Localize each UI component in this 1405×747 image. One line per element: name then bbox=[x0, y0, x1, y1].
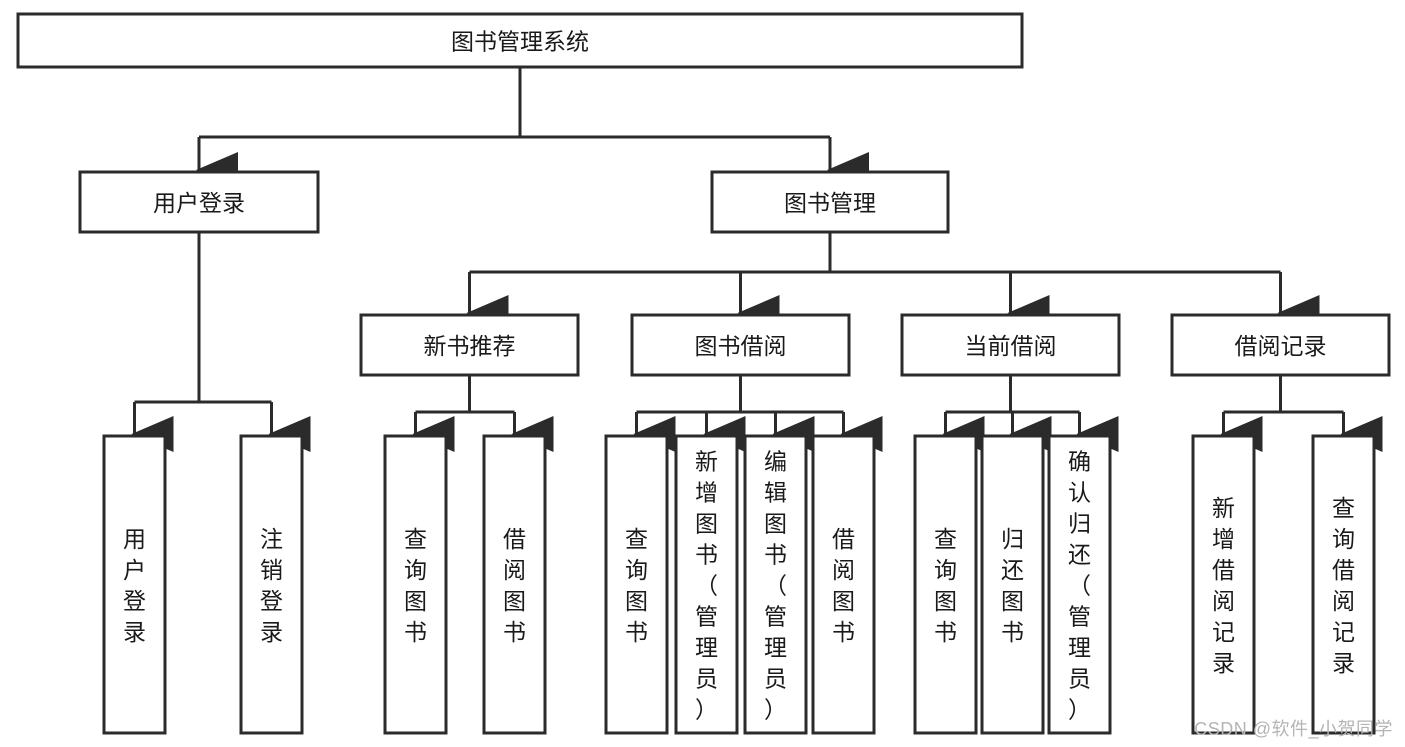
node-leaf-add-book[interactable]: 新增图书（管理员） bbox=[674, 434, 739, 735]
node-label-leaf-borrow-book-rec: 借阅图书 bbox=[503, 526, 526, 645]
node-box-leaf-borrow-book bbox=[811, 434, 876, 735]
connector-layer bbox=[131, 67, 1383, 452]
node-label-leaf-edit-book: 编辑图书（管理员） bbox=[764, 449, 787, 723]
node-box-leaf-query-book-borrow bbox=[604, 434, 669, 735]
node-label-leaf-add-book: 新增图书（管理员） bbox=[695, 449, 718, 723]
node-book-borrow[interactable]: 图书借阅 bbox=[630, 313, 851, 377]
node-label-leaf-add-borrow-record: 新增借阅记录 bbox=[1212, 495, 1235, 676]
node-label-leaf-query-book-borrow: 查询图书 bbox=[625, 526, 648, 645]
node-box-leaf-logout-login bbox=[239, 434, 304, 735]
node-box-book-manage bbox=[710, 170, 950, 234]
node-leaf-edit-book[interactable]: 编辑图书（管理员） bbox=[743, 434, 808, 735]
node-box-leaf-user-login bbox=[102, 434, 167, 735]
node-label-leaf-user-login: 用户登录 bbox=[123, 526, 146, 645]
node-label-leaf-query-book-rec: 查询图书 bbox=[404, 526, 427, 645]
node-leaf-return-book[interactable]: 归还图书 bbox=[980, 434, 1045, 735]
node-box-leaf-confirm-return bbox=[1047, 434, 1112, 735]
node-borrow-record[interactable]: 借阅记录 bbox=[1170, 313, 1391, 377]
node-label-user-login: 用户登录 bbox=[153, 190, 245, 216]
node-box-root bbox=[16, 12, 1024, 69]
node-box-current-borrow bbox=[900, 313, 1121, 377]
node-label-borrow-record: 借阅记录 bbox=[1235, 333, 1327, 359]
node-leaf-add-borrow-record[interactable]: 新增借阅记录 bbox=[1191, 434, 1256, 735]
node-new-book-rec[interactable]: 新书推荐 bbox=[359, 313, 580, 377]
node-box-leaf-borrow-book-rec bbox=[482, 434, 547, 735]
node-leaf-borrow-book-rec[interactable]: 借阅图书 bbox=[482, 434, 547, 735]
node-label-leaf-confirm-return: 确认归还（管理员） bbox=[1068, 449, 1091, 723]
node-layer: 图书管理系统用户登录图书管理新书推荐图书借阅当前借阅借阅记录用户登录注销登录查询… bbox=[16, 12, 1391, 735]
node-label-current-borrow: 当前借阅 bbox=[965, 333, 1057, 359]
node-box-leaf-return-book bbox=[980, 434, 1045, 735]
node-box-leaf-add-borrow-record bbox=[1191, 434, 1256, 735]
node-box-leaf-query-book-rec bbox=[383, 434, 448, 735]
node-box-borrow-record bbox=[1170, 313, 1391, 377]
node-label-leaf-borrow-book: 借阅图书 bbox=[832, 526, 855, 645]
node-box-leaf-query-borrow-record bbox=[1311, 434, 1376, 735]
node-label-root: 图书管理系统 bbox=[451, 29, 589, 55]
node-leaf-query-book-current[interactable]: 查询图书 bbox=[913, 434, 978, 735]
node-box-user-login bbox=[78, 170, 320, 234]
node-box-leaf-add-book bbox=[674, 434, 739, 735]
node-current-borrow[interactable]: 当前借阅 bbox=[900, 313, 1121, 377]
node-user-login[interactable]: 用户登录 bbox=[78, 170, 320, 234]
node-leaf-borrow-book[interactable]: 借阅图书 bbox=[811, 434, 876, 735]
node-label-leaf-query-book-current: 查询图书 bbox=[934, 526, 957, 645]
node-root[interactable]: 图书管理系统 bbox=[16, 12, 1024, 69]
node-leaf-confirm-return[interactable]: 确认归还（管理员） bbox=[1047, 434, 1112, 735]
node-box-leaf-edit-book bbox=[743, 434, 808, 735]
node-label-leaf-query-borrow-record: 查询借阅记录 bbox=[1332, 495, 1355, 676]
node-label-book-manage: 图书管理 bbox=[784, 190, 876, 216]
node-box-book-borrow bbox=[630, 313, 851, 377]
node-label-leaf-logout-login: 注销登录 bbox=[260, 526, 283, 645]
node-label-book-borrow: 图书借阅 bbox=[695, 333, 787, 359]
node-box-leaf-query-book-current bbox=[913, 434, 978, 735]
watermark-label: CSDN @软件_小贺同学 bbox=[1194, 719, 1393, 739]
node-leaf-query-book-borrow[interactable]: 查询图书 bbox=[604, 434, 669, 735]
node-label-leaf-return-book: 归还图书 bbox=[1001, 526, 1024, 645]
node-leaf-user-login[interactable]: 用户登录 bbox=[102, 434, 167, 735]
node-book-manage[interactable]: 图书管理 bbox=[710, 170, 950, 234]
node-label-new-book-rec: 新书推荐 bbox=[424, 333, 516, 359]
node-leaf-query-book-rec[interactable]: 查询图书 bbox=[383, 434, 448, 735]
node-box-new-book-rec bbox=[359, 313, 580, 377]
node-leaf-logout-login[interactable]: 注销登录 bbox=[239, 434, 304, 735]
node-leaf-query-borrow-record[interactable]: 查询借阅记录 bbox=[1311, 434, 1376, 735]
